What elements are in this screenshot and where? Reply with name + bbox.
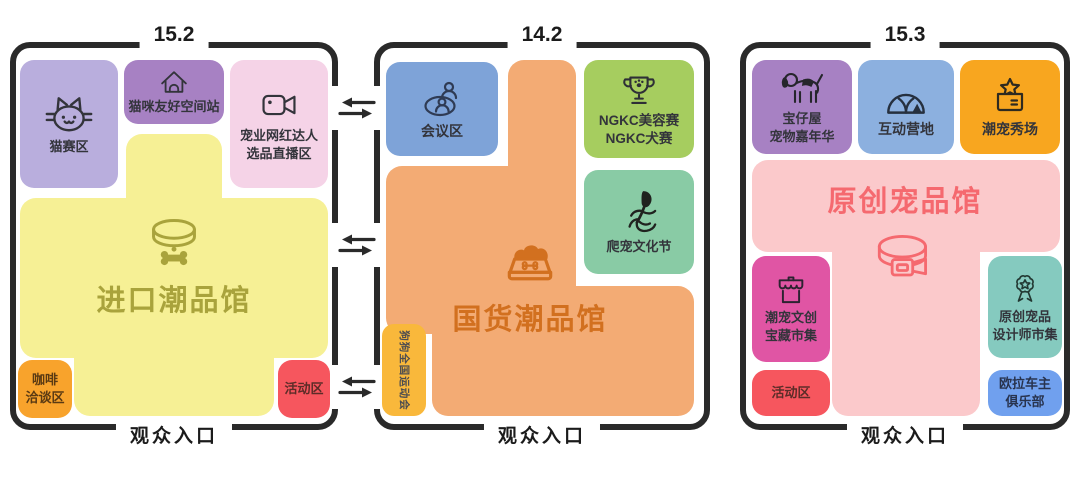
floor-shape bbox=[20, 198, 328, 358]
zone-baozaiwu-carnival: 宝仔屋 宠物嘉年华 bbox=[752, 60, 852, 154]
star-box-icon bbox=[986, 76, 1034, 118]
cat-icon bbox=[43, 92, 95, 136]
hall-15-3: 15.3 原创宠品馆 bbox=[740, 21, 1070, 451]
zone-cat-competition: 猫赛区 bbox=[20, 60, 118, 188]
zone-label: 选品直播区 bbox=[246, 146, 312, 161]
hall-title: 国货潮品馆 bbox=[452, 304, 608, 336]
wall-gap bbox=[330, 365, 382, 409]
zone-label: 会议区 bbox=[421, 122, 463, 139]
zone-label: NGKC犬赛 bbox=[605, 131, 673, 146]
pet-bowl-icon bbox=[498, 236, 562, 290]
pet-belt-icon bbox=[869, 228, 941, 286]
trophy-icon bbox=[616, 71, 662, 109]
zone-label: 潮宠文创 bbox=[764, 310, 817, 326]
entrance-label: 观众入口 bbox=[846, 423, 964, 451]
zone-coffee-lounge: 咖啡 洽谈区 bbox=[18, 360, 72, 418]
zone-conference: 会议区 bbox=[386, 62, 498, 156]
wall-gap bbox=[330, 223, 382, 267]
zone-label: 咖啡 bbox=[31, 371, 58, 387]
zone-label: 宠业网红达人 bbox=[239, 128, 318, 144]
zone-reptile-festival: 爬宠文化节 bbox=[584, 170, 694, 274]
zone-activity-area: 活动区 bbox=[278, 360, 330, 418]
zone-label: 洽谈区 bbox=[25, 389, 65, 405]
zone-label: 猫赛区 bbox=[49, 139, 89, 155]
hall-main-label: 国货潮品馆 bbox=[390, 236, 670, 338]
zone-cat-friendly-station: 猫咪友好空间站 bbox=[124, 60, 224, 124]
entrance-label: 观众入口 bbox=[115, 423, 233, 451]
entrance-label: 观众入口 bbox=[483, 423, 601, 451]
zone-label: NGKC美容赛 bbox=[598, 112, 680, 128]
zone-pet-fashion-show: 潮宠秀场 bbox=[960, 60, 1060, 154]
floor-shape bbox=[432, 286, 694, 416]
hall-main-label: 进口潮品馆 bbox=[16, 211, 332, 319]
zone-label: 猫咪友好空间站 bbox=[128, 99, 220, 115]
zone-label: 俱乐部 bbox=[1005, 393, 1045, 409]
zone-label: 狗狗全国运动会 bbox=[397, 329, 410, 411]
zone-label: 宝仔屋 bbox=[782, 111, 822, 127]
zone-designer-market: 原创宠品 设计师市集 bbox=[988, 256, 1062, 358]
tent-icon bbox=[881, 76, 931, 118]
zone-creative-market: 潮宠文创 宝藏市集 bbox=[752, 256, 830, 362]
zone-ngkc-shows: NGKC美容赛 NGKC犬赛 bbox=[584, 60, 694, 158]
swap-arrows-icon bbox=[337, 374, 377, 405]
pet-house-icon bbox=[157, 68, 191, 96]
zone-interactive-camp: 互动营地 bbox=[858, 60, 954, 154]
zone-label: 原创宠品 bbox=[998, 309, 1051, 325]
zone-dog-national-games: 狗狗全国运动会 bbox=[382, 324, 426, 416]
gecko-icon bbox=[614, 188, 664, 236]
video-camera-icon bbox=[256, 85, 302, 125]
hall-number: 14.2 bbox=[507, 21, 577, 48]
swap-arrows-icon bbox=[337, 95, 377, 126]
zone-ora-owners-club: 欧拉车主 俱乐部 bbox=[988, 370, 1062, 416]
hall-main-label: 原创宠品馆 bbox=[746, 178, 1064, 286]
zone-label: 爬宠文化节 bbox=[606, 239, 672, 255]
zone-label: 设计师市集 bbox=[992, 327, 1058, 342]
zone-activity-area: 活动区 bbox=[752, 370, 830, 416]
swap-arrows-icon bbox=[337, 232, 377, 263]
hall-number: 15.2 bbox=[139, 21, 209, 48]
hall-title: 进口潮品馆 bbox=[96, 285, 252, 317]
zone-label: 活动区 bbox=[284, 380, 324, 396]
medal-icon bbox=[1005, 270, 1045, 306]
wall-gap bbox=[330, 86, 382, 130]
dog-icon bbox=[776, 68, 828, 108]
zone-label: 活动区 bbox=[771, 384, 811, 400]
meeting-icon bbox=[418, 78, 466, 120]
zone-influencer-livestream: 宠业网红达人 选品直播区 bbox=[230, 60, 328, 188]
hall-15-2: 15.2 进口潮品馆 bbox=[10, 21, 338, 451]
zone-label: 宝藏市集 bbox=[764, 328, 817, 343]
zone-label: 互动营地 bbox=[878, 120, 934, 137]
hall-number: 15.3 bbox=[870, 21, 940, 48]
dog-collar-icon bbox=[141, 211, 207, 271]
zone-label: 宠物嘉年华 bbox=[769, 129, 835, 144]
zone-label: 潮宠秀场 bbox=[982, 120, 1038, 137]
floor-shape bbox=[74, 338, 274, 416]
hall-14-2: 14.2 国货潮品馆 bbox=[374, 21, 710, 451]
zone-label: 欧拉车主 bbox=[998, 375, 1051, 391]
market-stall-icon bbox=[771, 273, 811, 307]
hall-title: 原创宠品馆 bbox=[827, 186, 983, 218]
floor-shape bbox=[832, 160, 980, 416]
